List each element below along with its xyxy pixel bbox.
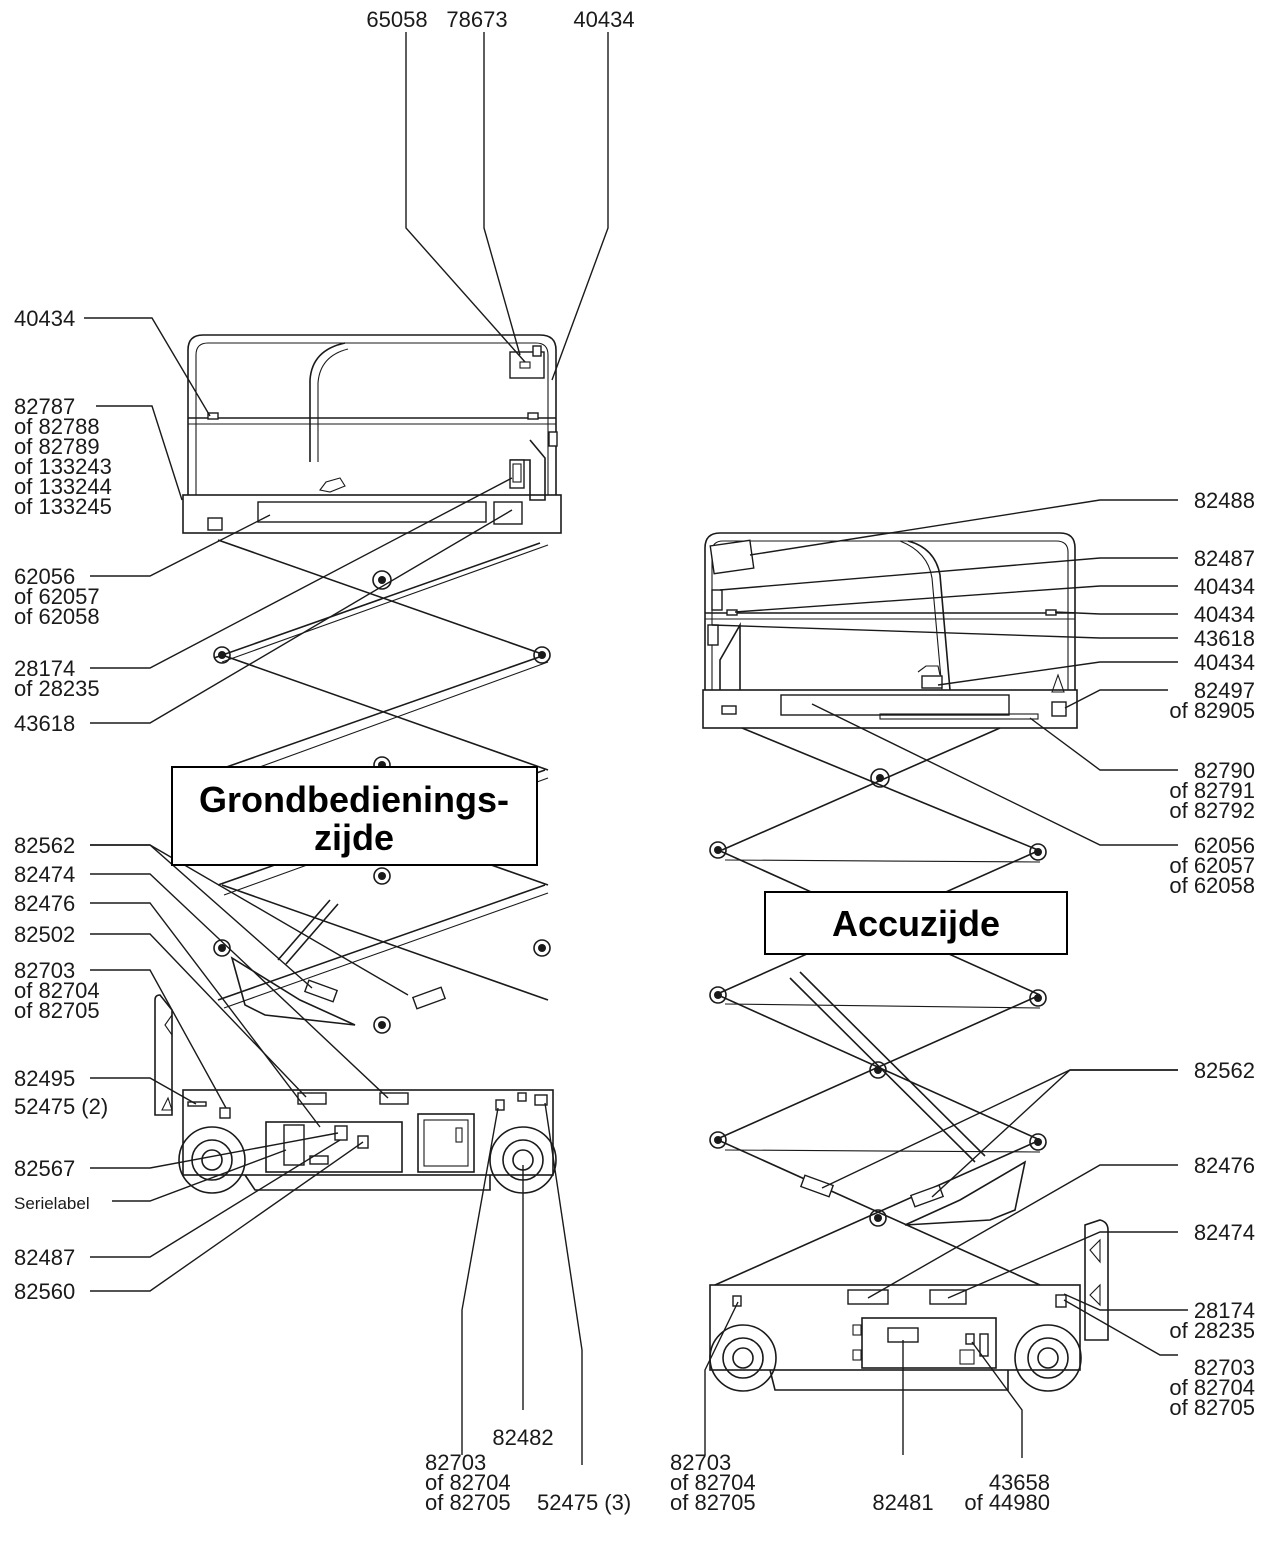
part-label-left: 82502 [14,922,75,947]
part-label-right: 82790 [1194,758,1255,783]
ground-side-title-line2: zijde [314,817,394,858]
part-label-right: of 82905 [1169,698,1255,723]
part-label-right: of 82705 [1169,1395,1255,1420]
part-label-left: 82495 [14,1066,75,1091]
part-label-left: of 133245 [14,494,112,519]
part-label-right: 82476 [1194,1153,1255,1178]
part-label-right: 82487 [1194,546,1255,571]
ground-side-title-line1: Grondbedienings- [199,779,509,820]
part-label-bottom: of 82705 [670,1490,756,1515]
part-label-bottom: of 44980 [964,1490,1050,1515]
battery-side-title: Accuzijde [832,903,1000,944]
part-label-right: 82497 [1194,678,1255,703]
part-label-left: 82476 [14,891,75,916]
part-label-bottom: 82703 [425,1450,486,1475]
right-machine-drawing [702,532,1109,1392]
part-label-top: 78673 [446,7,507,32]
part-label-left: of 133244 [14,474,112,499]
part-label-left: of 82789 [14,434,100,459]
part-label-left: of 82705 [14,998,100,1023]
part-label-right: 40434 [1194,650,1255,675]
battery-side-title-box: Accuzijde [764,891,1068,955]
part-label-right: 82474 [1194,1220,1255,1245]
part-label-right: of 82704 [1169,1375,1255,1400]
left-leader-lines [84,32,609,1465]
right-leader-lines [704,499,1188,1458]
part-label-left: of 82704 [14,978,100,1003]
part-label-left: 40434 [14,306,75,331]
part-label-bottom: of 82705 [425,1490,511,1515]
part-label-left: 82562 [14,833,75,858]
part-label-left: 62056 [14,564,75,589]
part-label-bottom: 43658 [989,1470,1050,1495]
part-label-left: 82560 [14,1279,75,1304]
part-label-left: 43618 [14,711,75,736]
part-label-right: 40434 [1194,574,1255,599]
part-label-bottom: 82481 [872,1490,933,1515]
part-label-right: 28174 [1194,1298,1255,1323]
part-label-left: 82567 [14,1156,75,1181]
part-label-left: 82703 [14,958,75,983]
part-label-right: 82488 [1194,488,1255,513]
part-label-left: of 28235 [14,676,100,701]
part-label-right: 62056 [1194,833,1255,858]
part-label-bottom: of 82704 [670,1470,756,1495]
part-label-right: of 82792 [1169,798,1255,823]
part-label-left: of 62058 [14,604,100,629]
part-label-bottom: 82482 [492,1425,553,1450]
part-label-right: of 28235 [1169,1318,1255,1343]
part-label-left: 82787 [14,394,75,419]
part-label-left: 82474 [14,862,75,887]
part-label-left: 28174 [14,656,75,681]
part-label-left: of 133243 [14,454,112,479]
ground-side-title-box: Grondbedienings- zijde [171,766,538,866]
part-label-bottom: 52475 (3) [537,1490,631,1515]
part-label-left: 52475 (2) [14,1094,108,1119]
part-label-top: 40434 [573,7,634,32]
part-label-right: 43618 [1194,626,1255,651]
left-machine-drawing [154,334,562,1194]
part-label-right: 40434 [1194,602,1255,627]
part-label-right: of 62057 [1169,853,1255,878]
part-label-right: 82562 [1194,1058,1255,1083]
part-label-bottom: of 82704 [425,1470,511,1495]
part-label-left: Serielabel [14,1194,90,1213]
part-label-bottom: 82703 [670,1450,731,1475]
part-label-right: 82703 [1194,1355,1255,1380]
part-label-right: of 82791 [1169,778,1255,803]
part-label-left: of 62057 [14,584,100,609]
part-label-left: 82487 [14,1245,75,1270]
part-label-right: of 62058 [1169,873,1255,898]
part-label-top: 65058 [366,7,427,32]
part-label-left: of 82788 [14,414,100,439]
